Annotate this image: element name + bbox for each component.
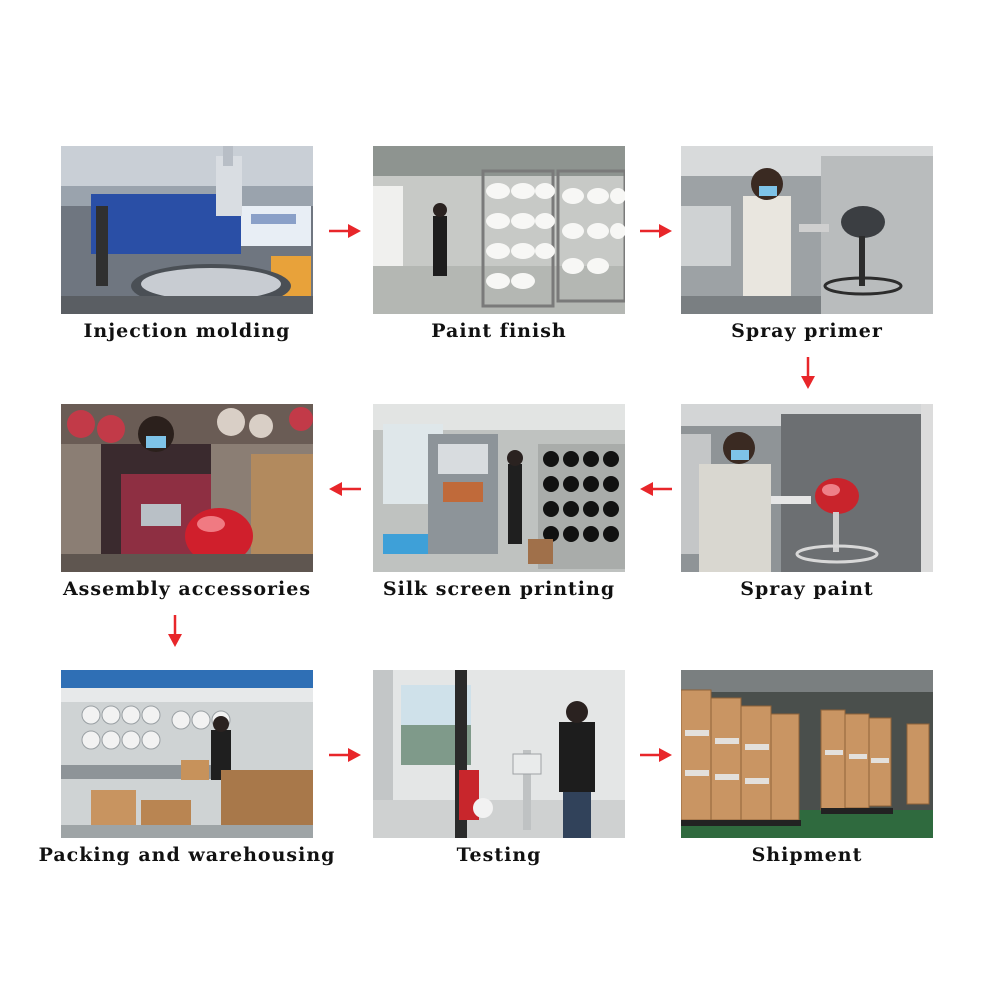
spray-primer-photo (681, 146, 933, 314)
step-shipment: Shipment (681, 670, 933, 866)
step-spray-primer: Spray primer (681, 146, 933, 342)
step-paint-finish: Paint finish (373, 146, 625, 342)
step-testing: Testing (373, 670, 625, 866)
step-silk-screen-printing: Silk screen printing (373, 404, 625, 600)
step-packing-and-warehousing: Packing and warehousing (39, 670, 334, 866)
assembly-accessories-photo (61, 404, 313, 572)
assembly-accessories-label: Assembly accessories (62, 578, 312, 600)
spray-primer-label: Spray primer (731, 320, 883, 342)
testing-label: Testing (456, 844, 542, 866)
shipment-photo (681, 670, 933, 838)
silk-screen-printing-label: Silk screen printing (382, 578, 616, 600)
step-assembly-accessories: Assembly accessories (61, 404, 313, 600)
packing-and-warehousing-photo (61, 670, 313, 838)
step-spray-paint: Spray paint (681, 404, 933, 600)
spray-paint-photo (681, 404, 933, 572)
injection-molding-label: Injection molding (83, 320, 291, 342)
arrow-down-1 (799, 356, 817, 390)
step-injection-molding: Injection molding (61, 146, 313, 342)
arrow-right-4 (639, 746, 673, 764)
silk-screen-printing-photo (373, 404, 625, 572)
paint-finish-photo (373, 146, 625, 314)
paint-finish-label: Paint finish (431, 320, 567, 342)
injection-molding-photo (61, 146, 313, 314)
spray-paint-label: Spray paint (740, 578, 874, 600)
arrow-right-3 (328, 746, 362, 764)
shipment-label: Shipment (751, 844, 863, 866)
packing-and-warehousing-label: Packing and warehousing (38, 844, 336, 866)
arrow-right-2 (639, 222, 673, 240)
arrow-left-2 (328, 480, 362, 498)
arrow-right-1 (328, 222, 362, 240)
testing-photo (373, 670, 625, 838)
arrow-down-2 (166, 614, 184, 648)
arrow-left-1 (639, 480, 673, 498)
